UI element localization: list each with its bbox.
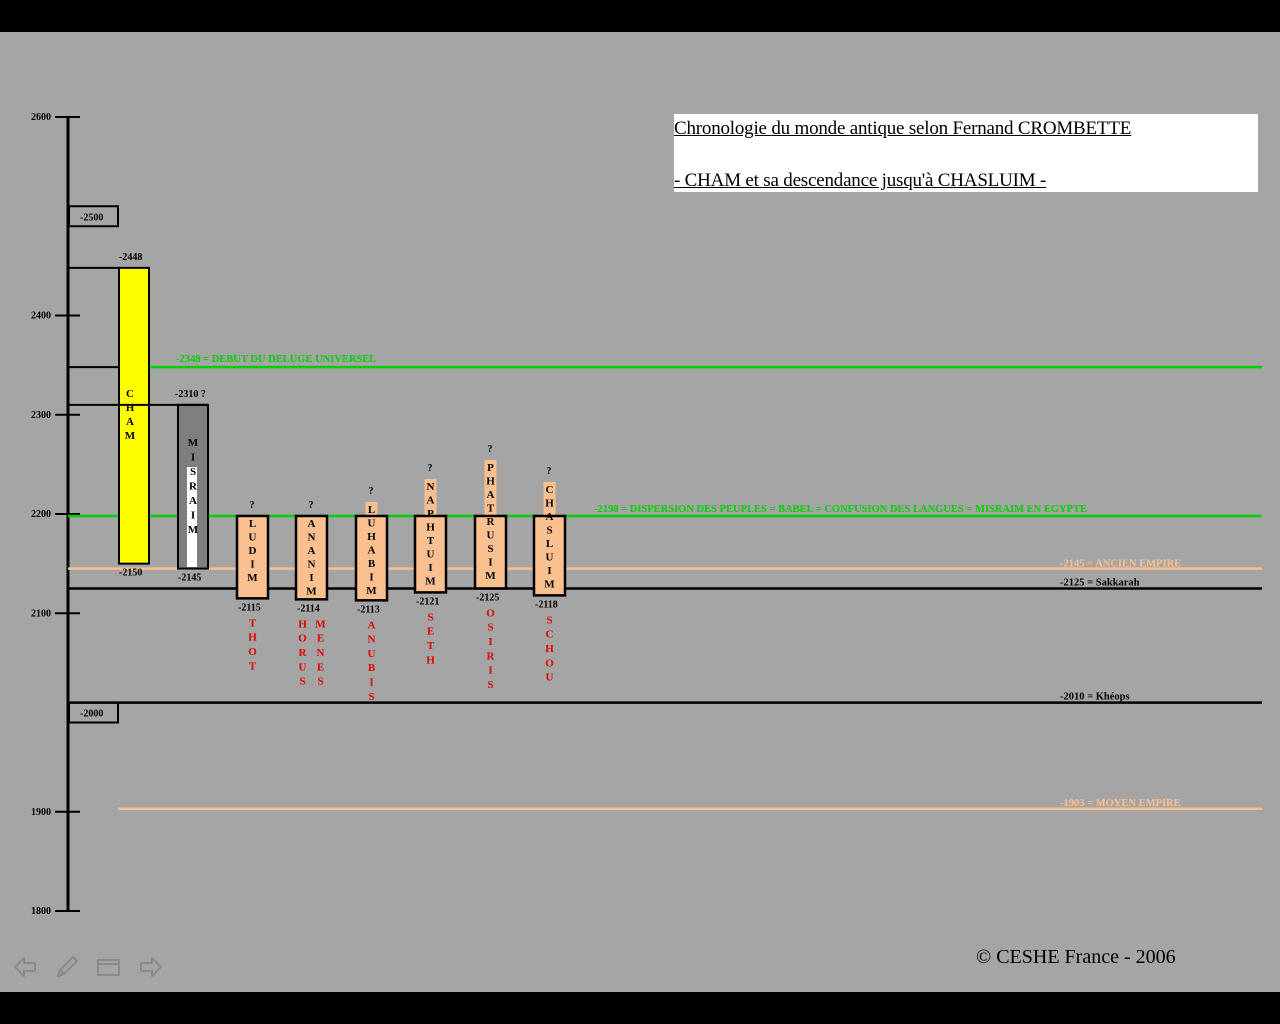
pen-button[interactable]: [54, 955, 80, 979]
person-name-strip: [484, 460, 497, 516]
person-start-label: ?: [547, 466, 552, 477]
person-end-label: -2113: [357, 604, 380, 615]
person-end-label: -2150: [119, 568, 142, 579]
title-box: Chronologie du monde antique selon Ferna…: [674, 114, 1258, 192]
next-slide-button[interactable]: [138, 955, 164, 979]
person-end-label: -2118: [535, 599, 558, 610]
event-label: -2010 = Khéops: [1060, 692, 1130, 703]
person-start-label: -2310 ?: [175, 389, 206, 400]
person-bar-naphtuim: [413, 514, 448, 594]
person-start-label: ?: [428, 463, 433, 474]
person-start-label: -2448: [119, 252, 142, 263]
title-line-1: Chronologie du monde antique selon Ferna…: [674, 118, 1132, 139]
person-start-label: ?: [309, 500, 314, 511]
arrow-left-icon: [14, 957, 36, 977]
copyright: © CESHE France - 2006: [976, 946, 1176, 968]
axis-boxed-label: -2000: [80, 709, 103, 720]
person-start-label: ?: [488, 444, 493, 455]
axis-tick-label: 2300: [31, 410, 51, 421]
axis-tick-label: 2200: [31, 509, 51, 520]
person-end-label: -2145: [178, 573, 201, 584]
axis-tick-label: 2600: [31, 112, 51, 123]
person-end-label: -2115: [238, 602, 261, 613]
axis-tick-label: 2400: [31, 311, 51, 322]
person-name-backdrop: [187, 467, 197, 567]
person-end-label: -2125: [476, 592, 499, 603]
person-bar-phatrusim: [473, 514, 508, 590]
event-label: -2125 = Sakkarah: [1060, 577, 1140, 588]
axis-tick-label: 2100: [31, 608, 51, 619]
person-name-strip: [365, 502, 378, 516]
person-bar-ananim: [294, 514, 329, 601]
pen-icon: [57, 956, 78, 977]
slide-menu-icon: [97, 959, 120, 976]
person-bar-cham: [118, 266, 150, 565]
event-label: -2145 = ANCIEN EMPIRE: [1060, 559, 1181, 570]
axis-boxed-label: -2500: [80, 212, 103, 223]
person-name-strip: [543, 482, 556, 516]
previous-slide-button[interactable]: [12, 955, 38, 979]
event-label: -1903 = MOYEN EMPIRE: [1060, 798, 1181, 809]
person-bar-ludim: [235, 514, 270, 600]
axis-boxed-label-frame: [68, 205, 119, 228]
slide-menu-button[interactable]: [96, 955, 122, 979]
person-end-label: -2114: [297, 603, 320, 614]
person-start-label: ?: [250, 500, 255, 511]
slide: 2600 2400 2300 2200 2100 1900 1800 -2500 -2000 -2…: [0, 32, 1280, 992]
arrow-right-icon: [140, 957, 162, 977]
person-bar-luhabim: [354, 514, 389, 602]
person-name-strip: [424, 479, 437, 516]
event-label: -2198 = DISPERSION DES PEUPLES = BABEL =…: [594, 504, 1087, 515]
title-line-2: - CHAM et sa descendance jusqu'à CHASLUI…: [674, 170, 1047, 191]
event-label: -2348 = DEBUT DU DELUGE UNIVERSEL: [176, 354, 376, 365]
person-start-label: ?: [369, 486, 374, 497]
timeline-chart: 2600 2400 2300 2200 2100 1900 1800 -2500 -2000 -2…: [31, 112, 1262, 917]
axis-tick-label: 1800: [31, 906, 51, 917]
axis-tick-label: 1900: [31, 807, 51, 818]
person-bar-chasluim: [532, 514, 567, 597]
person-end-label: -2121: [416, 596, 439, 607]
